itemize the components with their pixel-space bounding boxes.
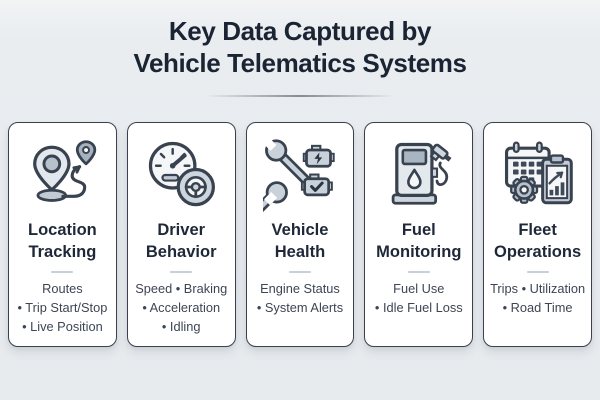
page-title: Key Data Captured by Vehicle Telematics … bbox=[0, 15, 600, 79]
card-items: Fuel Use • Idle Fuel Loss bbox=[375, 279, 463, 317]
card-item: • Trip Start/Stop bbox=[17, 300, 108, 315]
card-title: Driver Behavior bbox=[145, 221, 217, 261]
card-title: Vehicle Health bbox=[271, 221, 329, 261]
page-title-line1: Key Data Captured by bbox=[168, 16, 432, 46]
card-vehicle-health: Vehicle Health Engine Status • System Al… bbox=[245, 122, 355, 347]
calendar-gear-chart-icon bbox=[498, 135, 578, 215]
card-divider bbox=[526, 271, 549, 273]
card-items: Routes • Trip Start/Stop • Live Position bbox=[17, 279, 107, 336]
card-items: Speed • Braking • Acceleration • Idling bbox=[135, 279, 227, 336]
card-item: • Idle Fuel Loss bbox=[374, 300, 463, 315]
wrench-engine-icon bbox=[260, 135, 340, 215]
card-items: Trips • Utilization • Road Time bbox=[490, 279, 585, 317]
card-divider bbox=[170, 271, 193, 273]
card-items: Engine Status • System Alerts bbox=[257, 279, 343, 317]
card-item: • Live Position bbox=[22, 319, 103, 334]
fuel-pump-icon bbox=[379, 135, 459, 215]
card-item: • System Alerts bbox=[256, 300, 344, 315]
cards-row: Location Tracking Routes • Trip Start/St… bbox=[0, 122, 600, 347]
card-divider bbox=[288, 271, 311, 273]
card-item: Speed • Braking bbox=[135, 281, 228, 296]
card-driver-behavior: Driver Behavior Speed • Braking • Accele… bbox=[126, 122, 236, 347]
card-item: • Acceleration bbox=[142, 300, 221, 315]
card-divider bbox=[51, 271, 74, 273]
page-title-line2: Vehicle Telematics Systems bbox=[133, 48, 467, 78]
title-divider bbox=[205, 95, 395, 97]
card-fleet-operations: Fleet Operations Trips • Utilization • R… bbox=[483, 122, 592, 347]
card-fuel-monitoring: Fuel Monitoring Fuel Use • Idle Fuel Los… bbox=[364, 122, 474, 347]
card-divider bbox=[407, 271, 430, 273]
card-location-tracking: Location Tracking Routes • Trip Start/St… bbox=[8, 122, 117, 347]
speedometer-steering-wheel-icon bbox=[141, 135, 221, 215]
card-title: Location Tracking bbox=[28, 221, 97, 261]
card-item: Routes bbox=[42, 281, 83, 296]
card-item: Engine Status bbox=[260, 281, 340, 296]
card-item: • Road Time bbox=[502, 300, 573, 315]
card-item: Fuel Use bbox=[393, 281, 445, 296]
card-item: • Idling bbox=[161, 319, 201, 334]
card-title: Fleet Operations bbox=[494, 221, 582, 261]
card-title: Fuel Monitoring bbox=[376, 221, 462, 261]
card-item: Trips • Utilization bbox=[490, 281, 586, 296]
location-pin-route-icon bbox=[22, 135, 102, 215]
